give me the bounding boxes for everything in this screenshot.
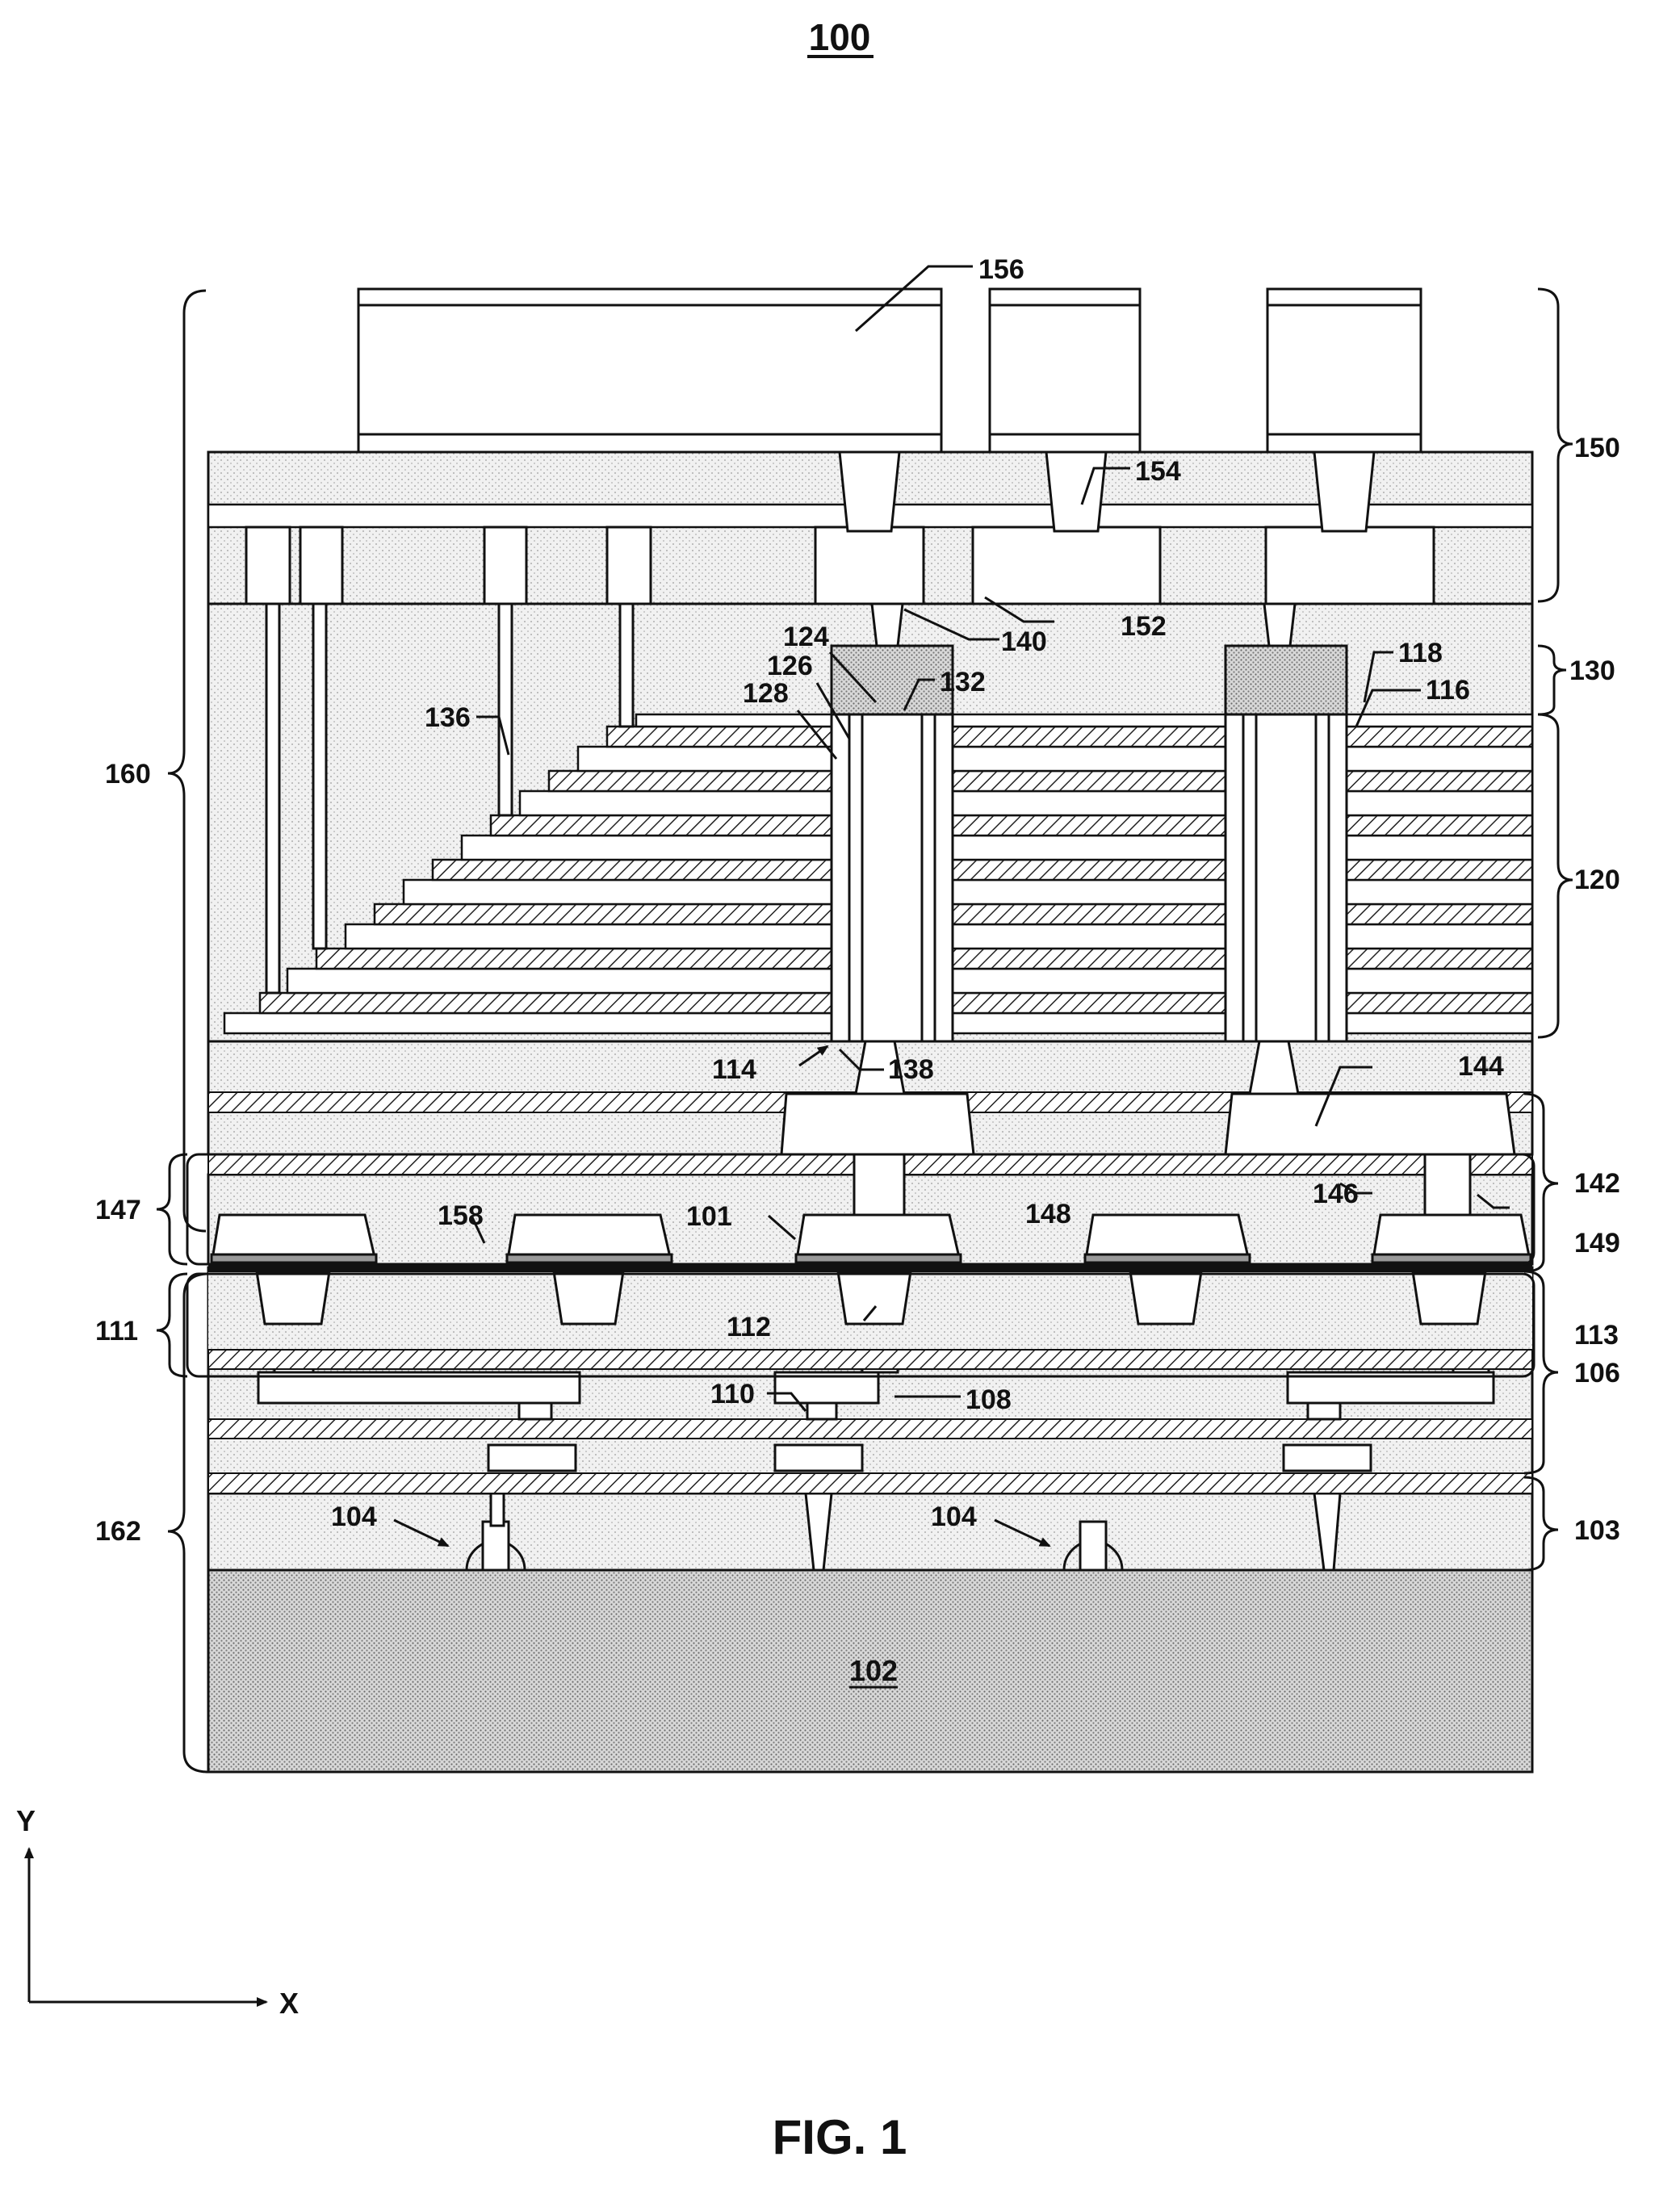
- label-106: 106: [1574, 1358, 1620, 1388]
- label-162: 162: [95, 1516, 141, 1547]
- label-113: 113: [1574, 1320, 1619, 1351]
- label-138: 138: [888, 1054, 934, 1085]
- hatched-layer: [208, 1419, 1532, 1439]
- hatched-layer: [208, 1473, 1532, 1493]
- contact-pads-156: [358, 289, 1421, 452]
- label-101: 101: [686, 1201, 732, 1232]
- label-112: 112: [727, 1312, 771, 1342]
- label-146: 146: [1313, 1179, 1359, 1209]
- label-149: 149: [1574, 1228, 1620, 1259]
- label-108: 108: [966, 1384, 1012, 1415]
- label-140: 140: [1001, 626, 1047, 657]
- label-128: 128: [743, 678, 789, 709]
- label-144: 144: [1458, 1051, 1504, 1082]
- figure-number: 100: [807, 16, 874, 58]
- label-160: 160: [105, 759, 151, 789]
- label-104-left: 104: [331, 1501, 377, 1532]
- label-111: 111: [95, 1316, 138, 1347]
- channel-structure-114-right: [1225, 646, 1347, 1041]
- label-103: 103: [1574, 1515, 1620, 1546]
- label-147: 147: [95, 1195, 141, 1225]
- label-110: 110: [710, 1379, 755, 1409]
- label-132: 132: [940, 667, 986, 697]
- label-124: 124: [783, 622, 829, 652]
- label-150: 150: [1574, 433, 1620, 463]
- svg-text:100: 100: [809, 16, 871, 58]
- label-114: 114: [712, 1054, 756, 1085]
- label-120: 120: [1574, 865, 1620, 895]
- label-148: 148: [1025, 1199, 1071, 1229]
- label-126: 126: [767, 651, 813, 681]
- label-118: 118: [1398, 638, 1443, 668]
- coordinate-axes: [29, 1849, 266, 2002]
- label-104-right: 104: [931, 1501, 977, 1532]
- label-102: 102: [849, 1654, 898, 1687]
- label-156: 156: [978, 254, 1024, 285]
- channel-structure-114-left: [832, 646, 953, 1041]
- axis-x-label: X: [279, 1987, 299, 2020]
- hatched-layer: [208, 1350, 1532, 1369]
- label-136: 136: [425, 702, 471, 733]
- svg-text:102: 102: [849, 1654, 898, 1687]
- label-154: 154: [1135, 456, 1181, 487]
- label-130: 130: [1569, 655, 1615, 686]
- axis-y-label: Y: [16, 1804, 36, 1837]
- label-158: 158: [438, 1200, 484, 1231]
- figure-caption: FIG. 1: [773, 2110, 907, 2164]
- label-142: 142: [1574, 1168, 1620, 1199]
- label-116: 116: [1426, 675, 1470, 706]
- label-152: 152: [1121, 611, 1167, 642]
